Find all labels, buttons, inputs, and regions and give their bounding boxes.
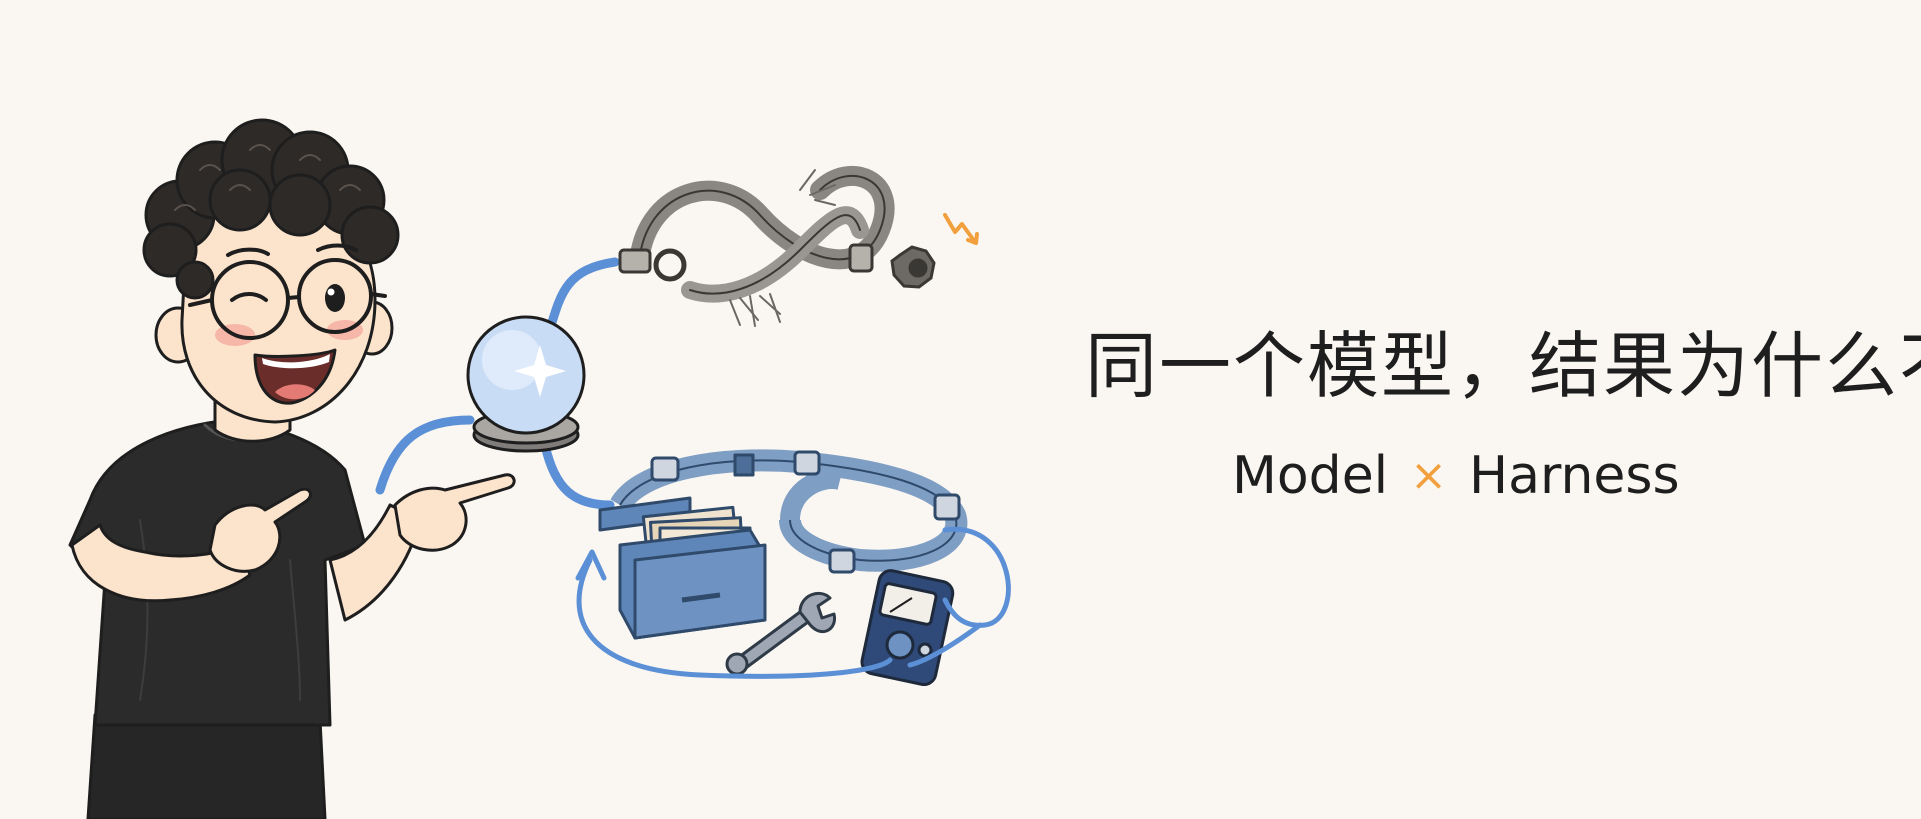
subtitle-right: Harness [1469,446,1680,506]
subtitle-left: Model [1232,446,1389,506]
person-pointing-icon [68,118,516,819]
wrench-icon [725,592,837,676]
headline: 同一个模型，结果为什么不同？ [1085,324,1921,408]
loop-arrow-icon [575,526,1011,679]
illustration [68,118,1011,819]
spark-icon [943,213,979,245]
organized-harness-icon [610,449,968,574]
file-box-icon [598,496,767,640]
cross-symbol: × [1410,450,1448,501]
crystal-orb-icon [466,315,586,453]
broken-harness-icon [618,165,936,327]
subtitle: Model×Harness [1232,450,1680,502]
